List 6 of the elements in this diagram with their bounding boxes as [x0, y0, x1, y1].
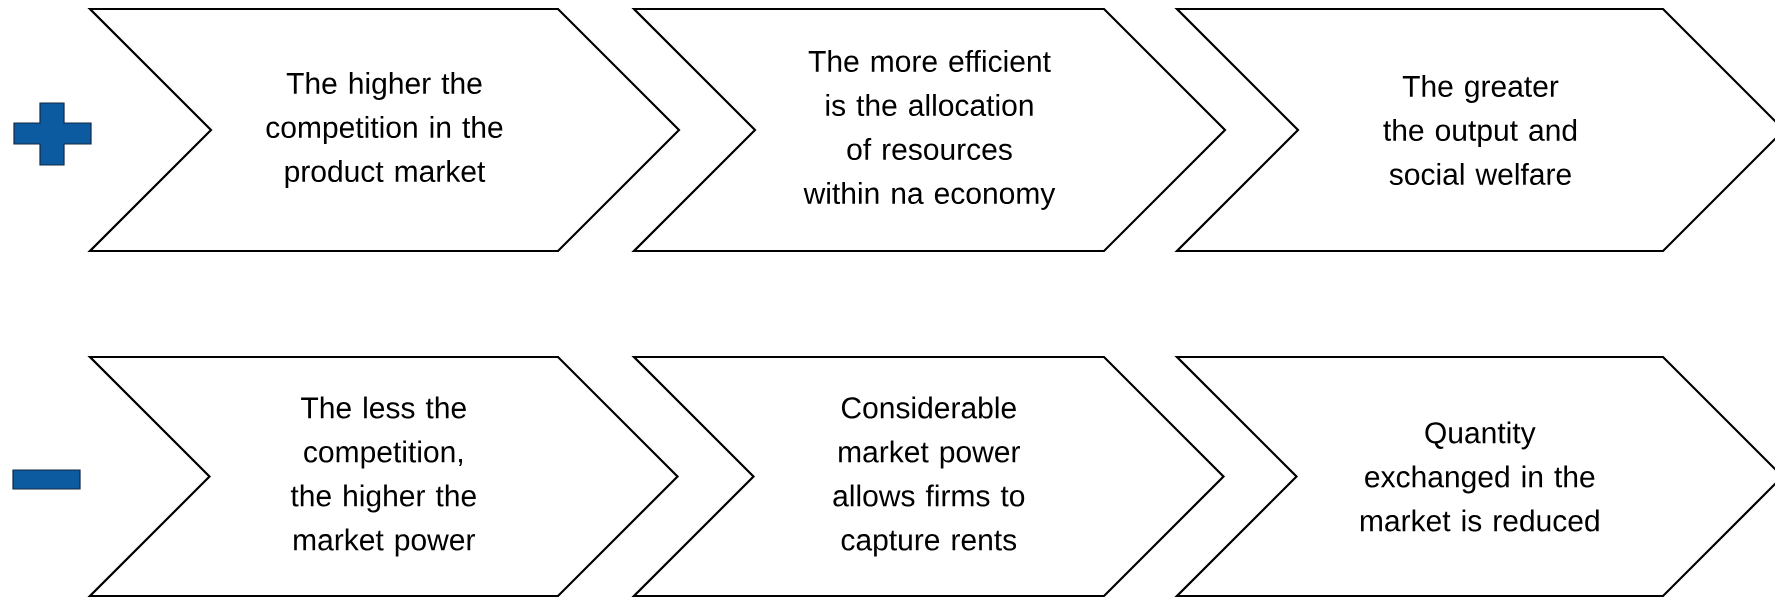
- chevron-box: Considerable market power allows firms to capture rents: [631, 355, 1226, 598]
- chevron-box: The less the competition, the higher the market power: [87, 355, 680, 598]
- chevron-box: Quantity exchanged in the market is reduced: [1174, 355, 1775, 598]
- chevron-box: The more efficient is the allocation of resources within na economy: [631, 7, 1227, 253]
- chevron-box: The greater the output and social welfare: [1174, 7, 1775, 253]
- chevron-box: The higher the competition in the product market: [87, 7, 681, 253]
